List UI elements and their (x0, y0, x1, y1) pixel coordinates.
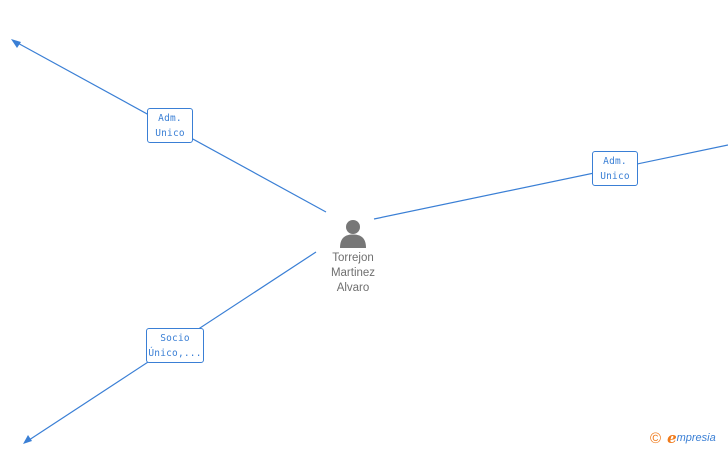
person-name: Torrejon Martinez Alvaro (318, 251, 388, 296)
relation-label-line: Único,... (148, 348, 202, 359)
person-name-line: Torrejon (332, 252, 374, 264)
person-name-line: Martinez (330, 267, 376, 279)
relation-label-adm-unico-right[interactable]: Adm. Unico (592, 151, 638, 186)
copyright-icon: © (650, 429, 662, 447)
relation-label-line: Unico (600, 171, 630, 182)
person-icon (340, 220, 366, 248)
arrow-head-lower-left (23, 435, 32, 444)
person-node[interactable]: Torrejon Martinez Alvaro (318, 218, 388, 296)
relation-label-line: Socio (160, 333, 190, 344)
edge-adm-unico-right (373, 144, 728, 220)
relation-label-line: Adm. (603, 156, 627, 167)
person-name-line: Alvaro (336, 282, 370, 294)
relation-label-adm-unico-upper-left[interactable]: Adm. Unico (147, 108, 193, 143)
brand-logo-letter: e (667, 428, 677, 447)
empresia-logo[interactable]: © e mpresia (650, 429, 716, 447)
relation-label-line: Adm. (158, 113, 182, 124)
arrow-head-upper-left (11, 39, 21, 48)
brand-logo-text: mpresia (676, 431, 716, 444)
relation-label-socio-unico-lower-left[interactable]: Socio Único,... (146, 328, 204, 363)
relation-label-line: Unico (155, 128, 185, 139)
